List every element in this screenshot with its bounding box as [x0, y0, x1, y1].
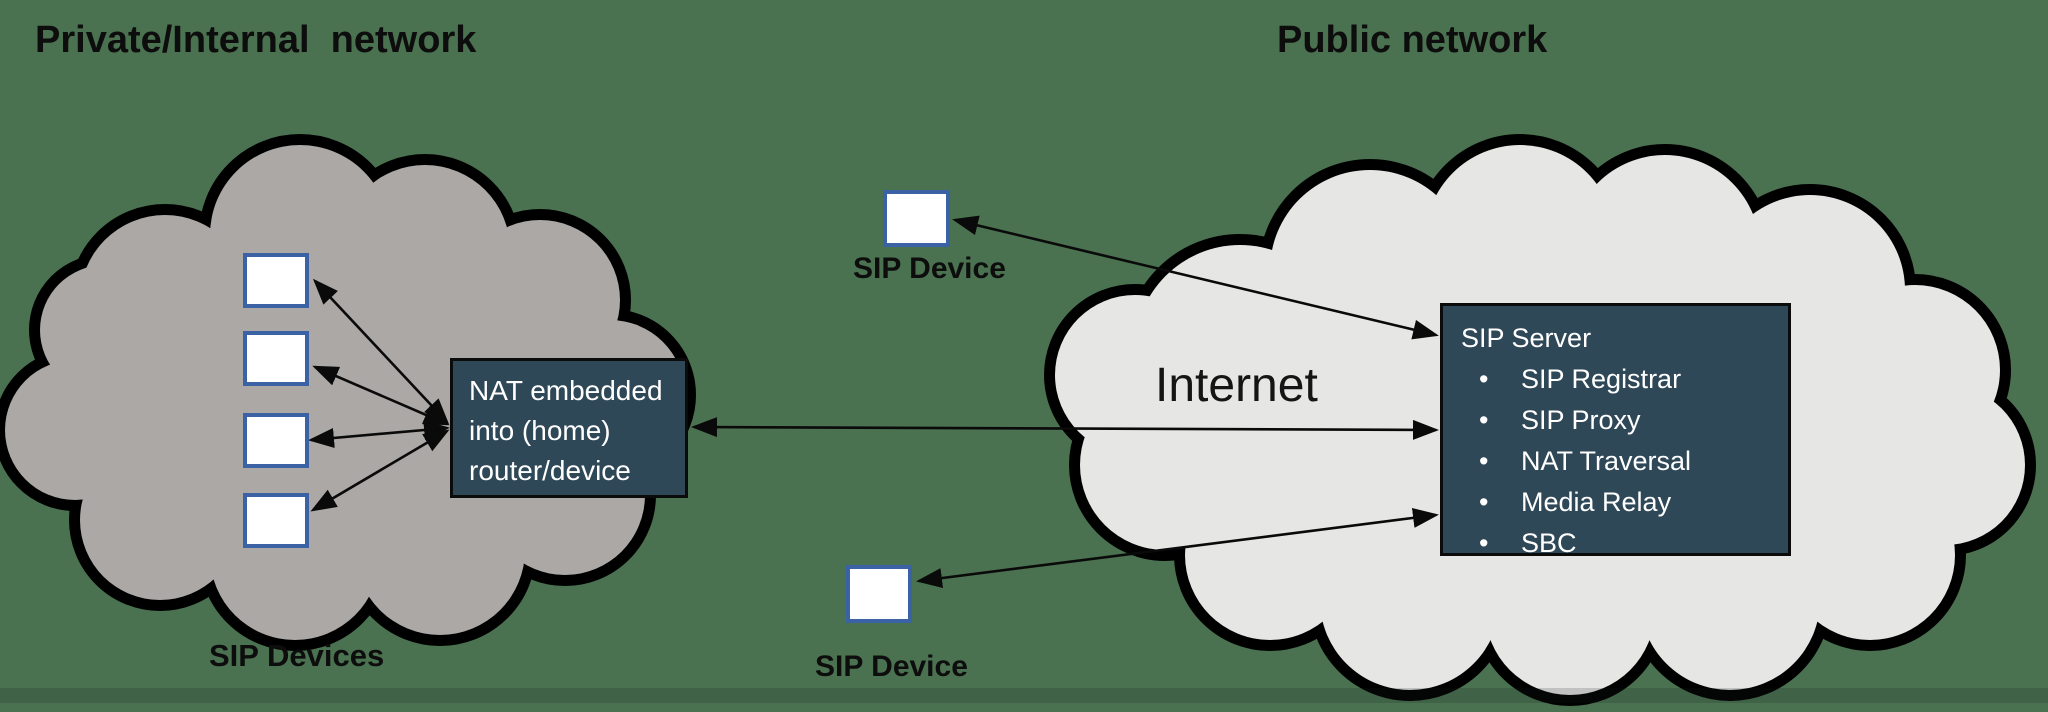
arrow-group [308, 215, 1439, 589]
feature-label: Media Relay [1521, 487, 1672, 517]
feature-label: SBC [1521, 528, 1577, 558]
sip-device-square [243, 493, 309, 548]
sip-device-bottom-label: SIP Device [815, 650, 968, 683]
sip-devices-label: SIP Devices [209, 638, 385, 673]
nat-box-text: NAT embedded into (home) router/device [469, 375, 663, 486]
list-item: SIP Registrar [1461, 359, 1778, 400]
private-network-title: Private/Internal network [35, 19, 477, 61]
sip-server-feature-list: SIP Registrar SIP Proxy NAT Traversal Me… [1461, 359, 1778, 564]
feature-label: SIP Proxy [1521, 405, 1641, 435]
list-item: SIP Proxy [1461, 400, 1778, 441]
public-network-title: Public network [1277, 19, 1548, 61]
arrow-bottomdevice-sipserver [916, 507, 1439, 589]
sip-device-square [243, 253, 309, 308]
sip-device-square [243, 413, 309, 468]
arrow-device2-nat [312, 365, 450, 426]
list-item: SBC [1461, 523, 1778, 564]
arrow-nat-sipserver [691, 417, 1439, 440]
internet-label: Internet [1155, 359, 1318, 412]
feature-label: NAT Traversal [1521, 446, 1692, 476]
list-item: Media Relay [1461, 482, 1778, 523]
feature-label: SIP Registrar [1521, 364, 1682, 394]
arrow-topdevice-sipserver [952, 215, 1439, 340]
sip-device-square-top [883, 190, 950, 247]
sip-server-box: SIP Server SIP Registrar SIP Proxy NAT T… [1440, 303, 1791, 564]
list-item: NAT Traversal [1461, 441, 1778, 482]
sip-server-title: SIP Server [1461, 323, 1592, 353]
sip-device-top-label: SIP Device [853, 252, 1006, 285]
bottom-shadow-band [0, 688, 2048, 703]
sip-device-square-bottom [846, 565, 912, 623]
nat-box: NAT embedded into (home) router/device [450, 358, 688, 498]
arrow-device4-nat [310, 429, 450, 512]
sip-device-square [243, 331, 309, 386]
